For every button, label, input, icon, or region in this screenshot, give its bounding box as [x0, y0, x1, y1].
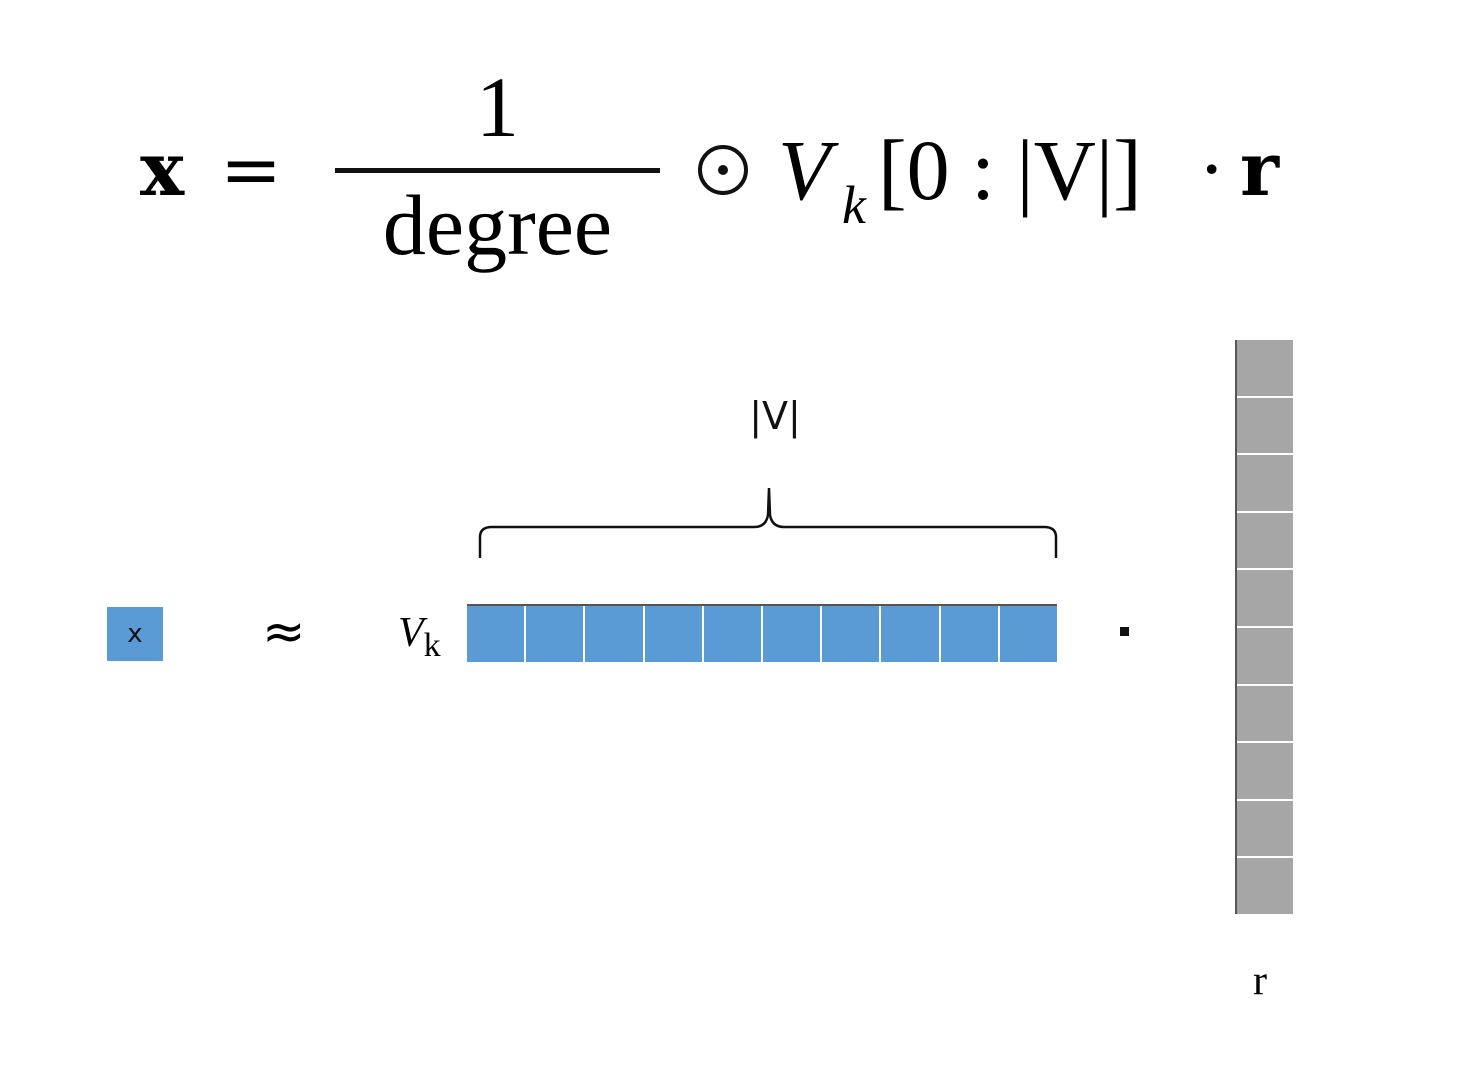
column-vector-cell — [1237, 743, 1293, 799]
vk-label: Vk — [398, 610, 441, 663]
column-vector-cell — [1237, 800, 1293, 857]
formula-equals: = — [220, 127, 283, 213]
row-vector-cell — [940, 606, 998, 662]
formula-matrix-subscript: k — [842, 175, 866, 235]
formula-slice: [0 : |V|] — [878, 122, 1142, 218]
row-vector-cell — [644, 606, 702, 662]
column-vector-cell — [1237, 340, 1293, 396]
vk-subscript: k — [423, 627, 441, 664]
x-vector-box: x — [107, 607, 163, 661]
formula-numerator: 1 — [476, 59, 519, 155]
fraction-bar — [335, 168, 660, 173]
approx-symbol: ≈ — [262, 602, 306, 662]
vk-symbol: V — [398, 610, 424, 656]
row-vector-cell — [467, 606, 525, 662]
column-vector-cell — [1237, 512, 1293, 569]
row-vector-cell — [526, 606, 584, 662]
multiply-dot-icon — [1120, 627, 1129, 636]
formula-lhs-x: x — [140, 127, 185, 213]
formula-denominator: degree — [382, 177, 613, 273]
curly-brace-icon — [478, 487, 1058, 558]
r-column-vector — [1235, 340, 1293, 914]
brace-label: |V| — [749, 394, 801, 438]
column-vector-cell — [1237, 570, 1293, 626]
formula: x = 1 degree V k [0 : |V|] · r — [140, 60, 1340, 290]
column-vector-cell — [1237, 858, 1293, 914]
column-vector-cell — [1237, 397, 1293, 454]
row-vector-top-line — [467, 604, 1057, 606]
formula-rhs-r: r — [1240, 127, 1279, 213]
row-vector-cell — [881, 606, 939, 662]
row-vector-cell — [585, 606, 643, 662]
row-vector-cell — [703, 606, 761, 662]
row-vector-cell — [822, 606, 880, 662]
column-vector-cell — [1237, 628, 1293, 684]
column-vector-left-line — [1235, 340, 1237, 914]
hadamard-operator-icon — [698, 145, 748, 195]
vk-row-vector — [467, 604, 1057, 662]
formula-dot: · — [1200, 127, 1224, 213]
column-vector-cell — [1237, 685, 1293, 742]
formula-matrix-symbol: V — [778, 122, 831, 218]
row-vector-cell — [999, 606, 1057, 662]
column-vector-cell — [1237, 455, 1293, 511]
row-vector-cell — [763, 606, 821, 662]
x-label: x — [127, 619, 143, 649]
r-label: r — [1253, 958, 1267, 1004]
